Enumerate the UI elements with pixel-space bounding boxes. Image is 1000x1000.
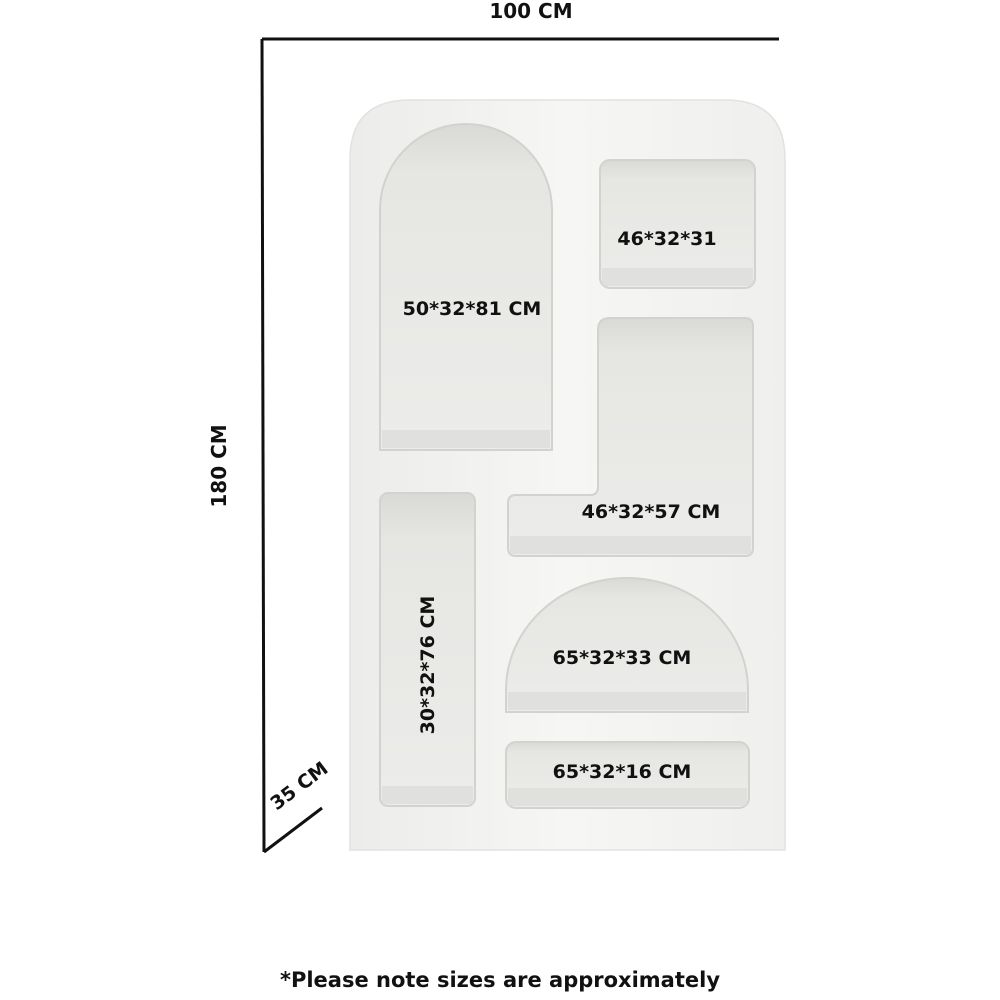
width-label: 100 CM (489, 0, 572, 23)
floor-middle-right (510, 536, 751, 554)
label-bottom: 65*32*16 CM (553, 761, 692, 783)
niche-middle-right (507, 317, 754, 557)
height-dimension-line (260, 38, 266, 853)
label-middle-right: 46*32*57 CM (582, 501, 721, 523)
label-top-arch: 50*32*81 CM (403, 298, 542, 320)
height-label: 180 CM (207, 424, 231, 507)
label-half-arch: 65*32*33 CM (553, 647, 692, 669)
depth-label: 35 CM (266, 758, 332, 815)
cabinet-niches (379, 123, 756, 809)
approximate-size-note: *Please note sizes are approximately (279, 968, 721, 992)
floor-half-arch (508, 692, 746, 710)
label-top-right: 46*32*31 (617, 228, 716, 250)
niche-floors (382, 268, 753, 806)
floor-tall-left (382, 786, 473, 804)
niche-top-arch (379, 123, 553, 451)
floor-top-arch (382, 430, 550, 448)
niche-top-right (599, 159, 756, 289)
floor-bottom (508, 788, 747, 806)
label-tall-left: 30*32*76 CM (417, 596, 439, 735)
dimension-lines (260, 37, 779, 854)
niche-half-arch (505, 577, 749, 713)
floor-top-right (602, 268, 753, 286)
depth-dimension-line (263, 806, 323, 854)
niche-tall-left (379, 492, 476, 807)
